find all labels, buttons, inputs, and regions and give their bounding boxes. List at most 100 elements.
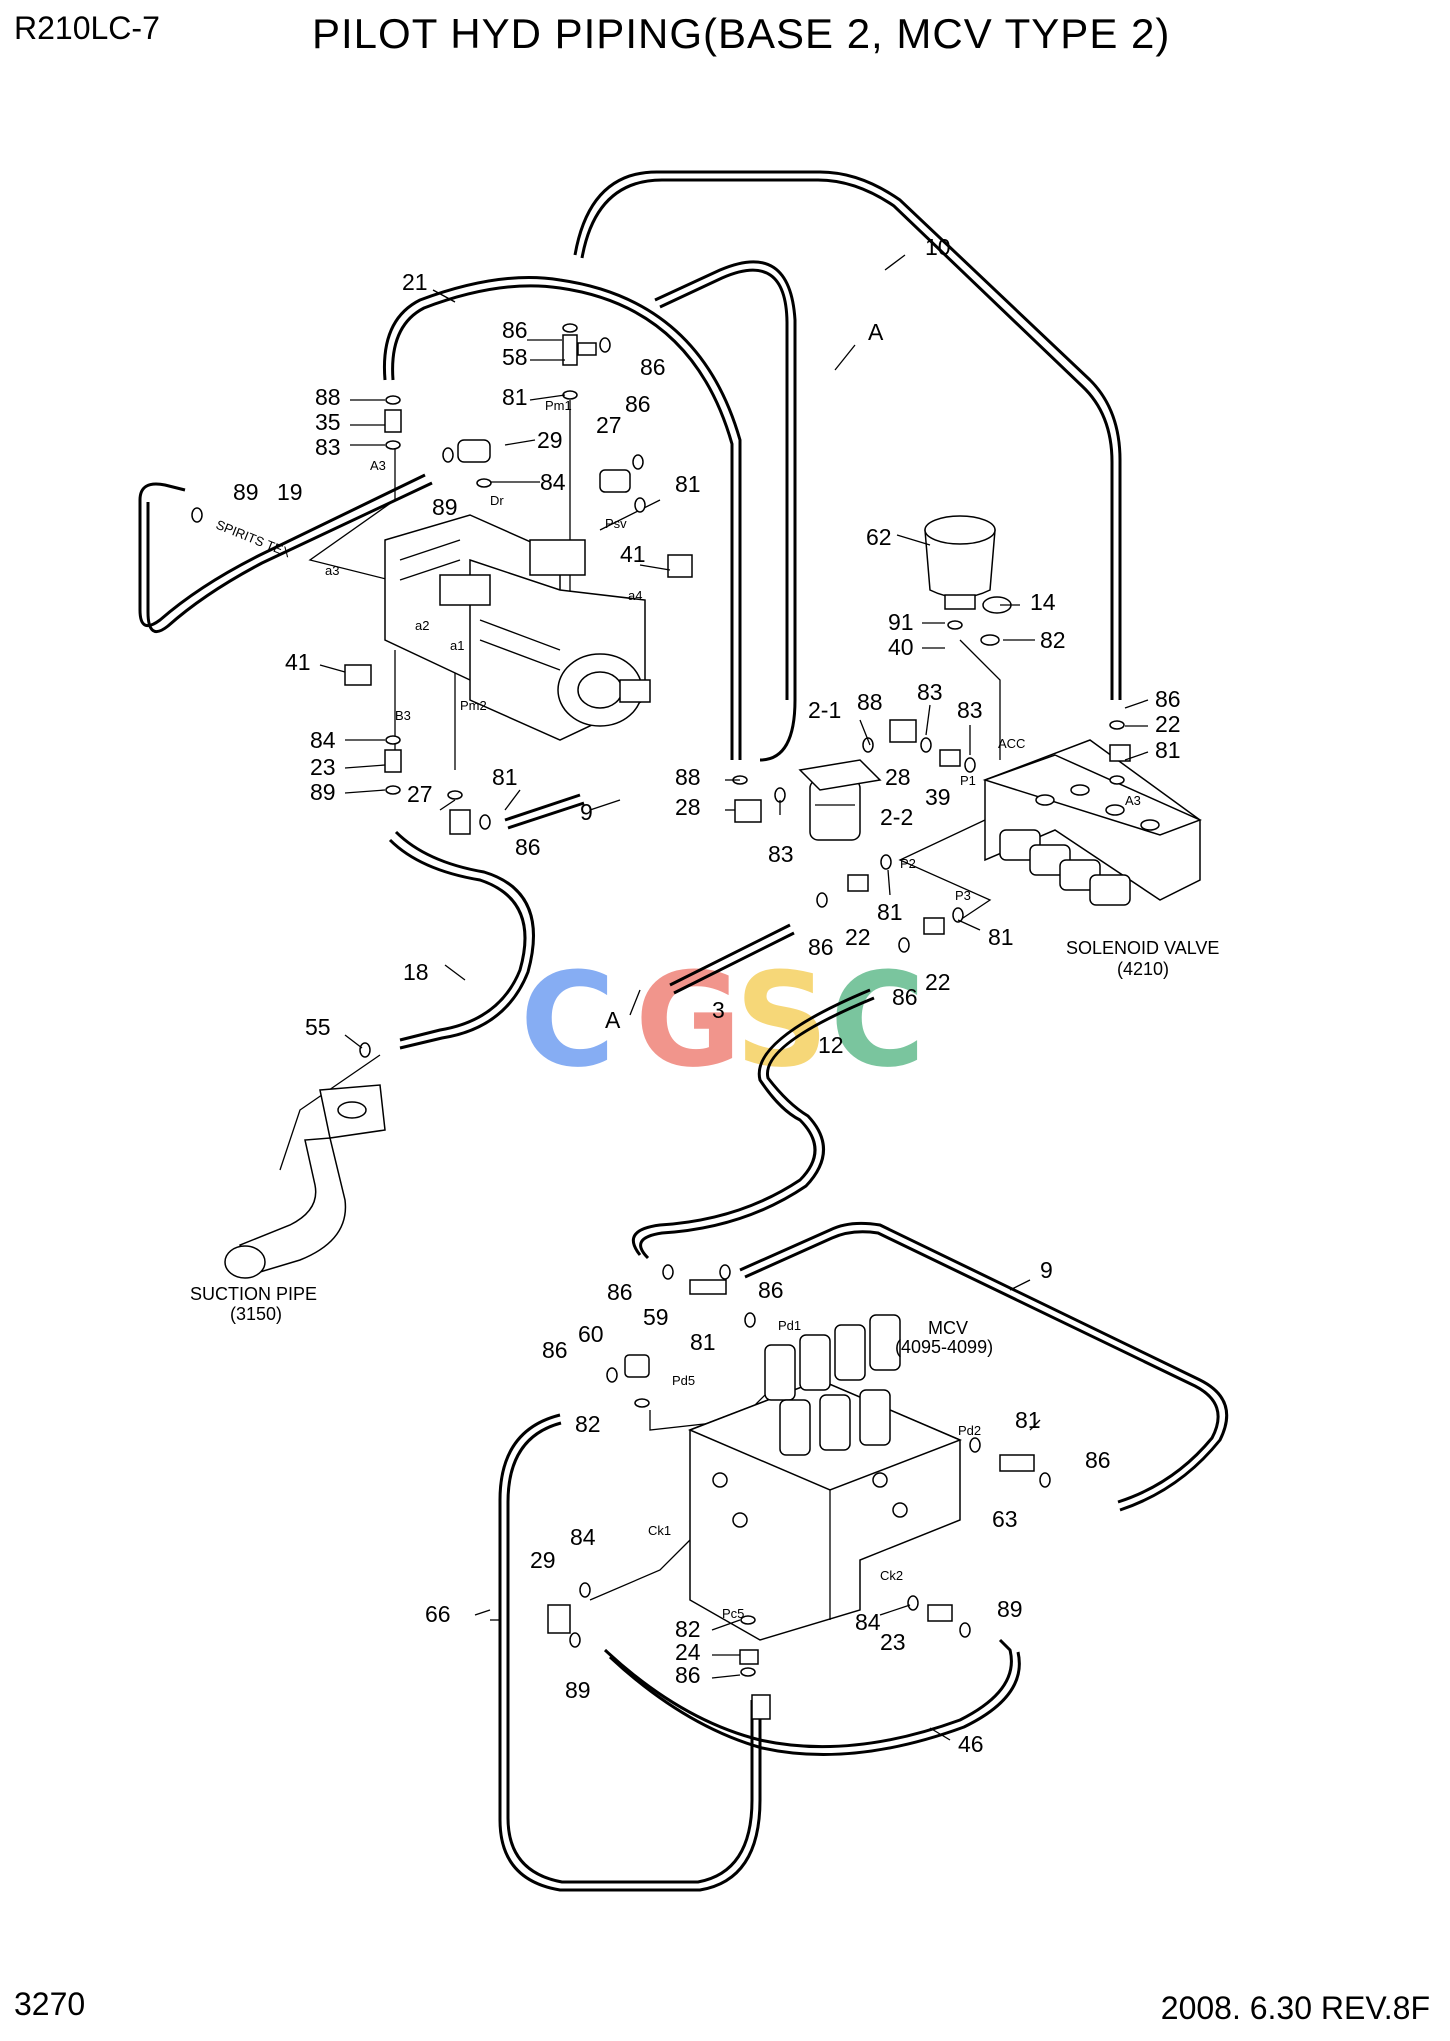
callout-35: 35 <box>315 409 341 435</box>
callout-88: 88 <box>857 689 883 715</box>
callouts: 10 21 A 86 58 86 81 88 35 83 29 27 86 89… <box>233 234 1181 1757</box>
callout-89: 89 <box>997 1596 1023 1622</box>
hoses <box>138 170 1229 1892</box>
assembly-labels: SOLENOID VALVE (4210) SUCTION PIPE (3150… <box>190 938 1219 1357</box>
callout-3: 3 <box>712 997 725 1023</box>
hose-upper-right <box>654 260 797 762</box>
hose-12 <box>631 988 871 1256</box>
callout-63: 63 <box>992 1506 1018 1532</box>
callout-82: 82 <box>575 1411 601 1437</box>
callout-81: 81 <box>502 384 528 410</box>
callout-23: 23 <box>880 1629 906 1655</box>
callout-a-lower: A <box>605 1007 621 1033</box>
port-label: Psv <box>605 516 627 531</box>
revision-date: 2008. 6.30 REV.8F <box>1160 1990 1430 2026</box>
hose-3 <box>669 923 791 987</box>
callout-66: 66 <box>425 1601 451 1627</box>
solenoid-valve-label: SOLENOID VALVE <box>1066 938 1219 958</box>
hose-66 <box>498 1413 762 1892</box>
callout-86: 86 <box>758 1277 784 1303</box>
callout-91: 91 <box>888 609 914 635</box>
callout-81: 81 <box>1015 1407 1041 1433</box>
callout-2-2: 2-2 <box>880 804 913 830</box>
callout-41: 41 <box>285 649 311 675</box>
port-label: Pd1 <box>778 1318 801 1333</box>
callout-84: 84 <box>310 727 336 753</box>
port-label: Dr <box>490 493 504 508</box>
callout-88: 88 <box>675 764 701 790</box>
callout-62: 62 <box>866 524 892 550</box>
callout-82: 82 <box>1040 627 1066 653</box>
callout-58: 58 <box>502 344 528 370</box>
port-label: a1 <box>450 638 464 653</box>
callout-23: 23 <box>310 754 336 780</box>
callout-a-upper: A <box>868 319 884 345</box>
port-label: Pm2 <box>460 698 487 713</box>
callout-86: 86 <box>1155 686 1181 712</box>
port-label: a4 <box>628 588 642 603</box>
port-label: ACC <box>998 736 1025 751</box>
port-label: Ck2 <box>880 1568 903 1583</box>
callout-84: 84 <box>855 1609 881 1635</box>
model-code: R210LC-7 <box>14 10 160 46</box>
port-label: a3 <box>325 563 339 578</box>
port-label: P3 <box>955 888 971 903</box>
hose-21 <box>382 276 742 760</box>
callout-29: 29 <box>537 427 563 453</box>
hose-marking: SPIRITS TEX <box>214 517 293 561</box>
callout-86: 86 <box>640 354 666 380</box>
fittings <box>191 323 1131 1720</box>
callout-24: 24 <box>675 1639 701 1665</box>
mcv-ref: (4095-4099) <box>895 1337 993 1357</box>
callout-10: 10 <box>925 234 951 260</box>
port-label: Pd5 <box>672 1373 695 1388</box>
watermark-letter-3: S <box>735 944 829 1096</box>
port-label: Pm1 <box>545 398 572 413</box>
callout-29: 29 <box>530 1547 556 1573</box>
solenoid-valve-ref: (4210) <box>1117 959 1169 979</box>
watermark-letter-4: C <box>830 944 925 1096</box>
callout-14: 14 <box>1030 589 1056 615</box>
callout-83: 83 <box>957 697 983 723</box>
port-label: Ck1 <box>648 1523 671 1538</box>
main-pump <box>384 514 651 741</box>
mcv-label: MCV <box>928 1318 968 1338</box>
callout-83: 83 <box>768 841 794 867</box>
hose-18 <box>388 838 527 1042</box>
callout-18: 18 <box>403 959 429 985</box>
hose-9-lower <box>739 1221 1229 1512</box>
callout-22: 22 <box>1155 711 1181 737</box>
callout-84: 84 <box>540 469 566 495</box>
callout-81: 81 <box>492 764 518 790</box>
callout-39: 39 <box>925 784 951 810</box>
callout-21: 21 <box>402 269 428 295</box>
page-title: PILOT HYD PIPING(BASE 2, MCV TYPE 2) <box>312 10 1171 57</box>
hose-46 <box>603 1638 1013 1749</box>
callout-86: 86 <box>892 984 918 1010</box>
callout-12: 12 <box>818 1032 844 1058</box>
hose-9-upper <box>504 793 581 822</box>
callout-86: 86 <box>625 391 651 417</box>
callout-41: 41 <box>620 541 646 567</box>
callout-84: 84 <box>570 1524 596 1550</box>
port-label: A3 <box>1125 793 1141 808</box>
callout-88: 88 <box>315 384 341 410</box>
callout-9-lower: 9 <box>1040 1257 1053 1283</box>
accumulator-part <box>924 515 1012 614</box>
filter-part <box>798 759 882 841</box>
port-label: P2 <box>900 856 916 871</box>
callout-89: 89 <box>432 494 458 520</box>
callout-28: 28 <box>675 794 701 820</box>
mcv-part <box>688 1314 962 1641</box>
callout-27: 27 <box>407 781 433 807</box>
hose-19 <box>138 473 426 628</box>
watermark-letter-1: C <box>520 944 615 1096</box>
port-label: A3 <box>370 458 386 473</box>
callout-22: 22 <box>845 924 871 950</box>
callout-46: 46 <box>958 1731 984 1757</box>
callout-89: 89 <box>565 1677 591 1703</box>
port-label: P1 <box>960 773 976 788</box>
port-label: a2 <box>415 618 429 633</box>
callout-81: 81 <box>877 899 903 925</box>
